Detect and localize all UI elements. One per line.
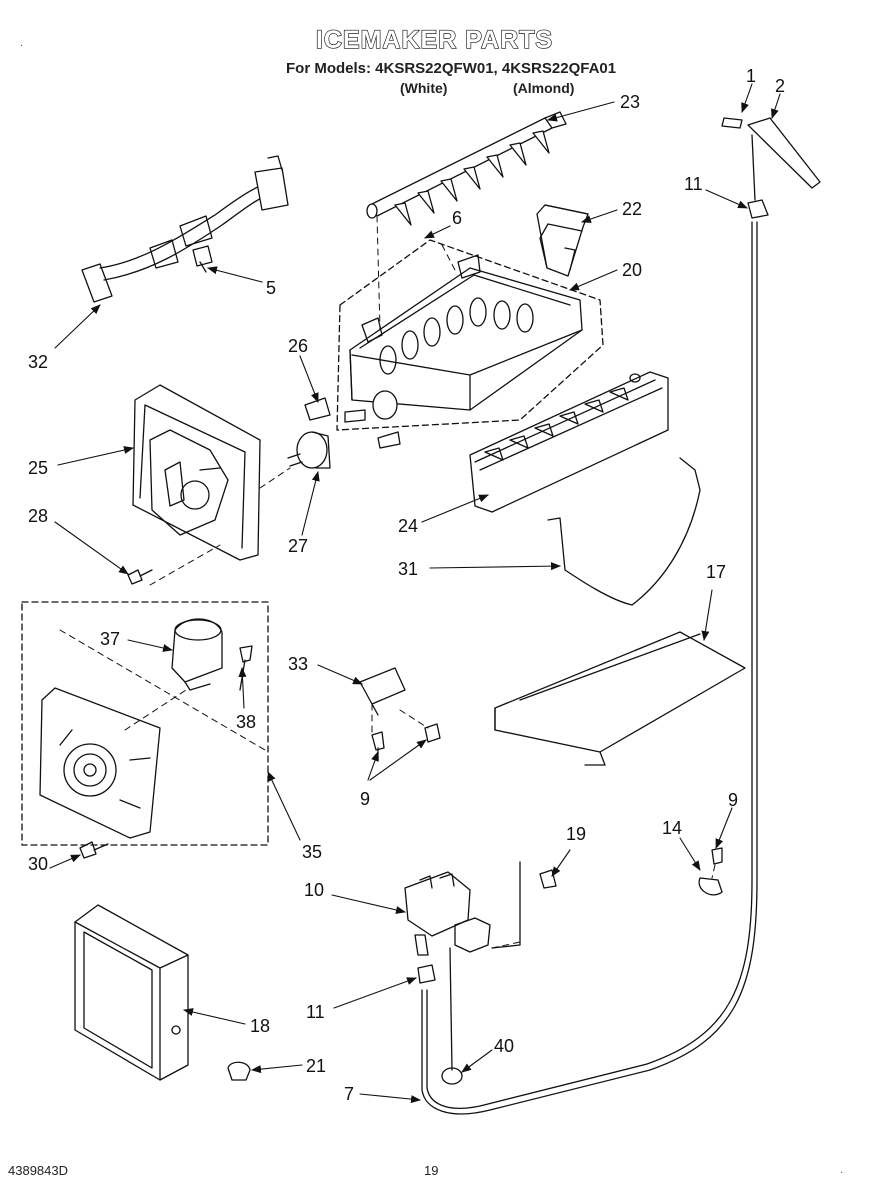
callout-2: 2 <box>775 76 785 96</box>
callout-38: 38 <box>236 712 256 732</box>
callout-32: 32 <box>28 352 48 372</box>
callout-35: 35 <box>302 842 322 862</box>
callout-23: 23 <box>620 92 640 112</box>
callout-10: 10 <box>304 880 324 900</box>
part-stripper <box>536 204 589 277</box>
part-shutoff-arm <box>547 457 701 606</box>
part-screw-30 <box>79 841 109 859</box>
part-small-bracket <box>359 667 406 716</box>
doc-number: 4389843D <box>8 1163 68 1178</box>
part-clip <box>192 245 213 273</box>
callout-19: 19 <box>566 824 586 844</box>
callout-22: 22 <box>622 199 642 219</box>
callout-18: 18 <box>250 1016 270 1036</box>
part-module-housing <box>132 384 261 561</box>
callout-17: 17 <box>706 562 726 582</box>
part-mold <box>336 239 604 449</box>
svg-text:·: · <box>840 1167 843 1178</box>
callout-9b: 9 <box>728 790 738 810</box>
part-fill-cup <box>469 371 669 513</box>
callout-6: 6 <box>452 208 462 228</box>
part-nut-40 <box>441 1067 463 1085</box>
part-ejector-blade <box>366 111 567 226</box>
part-front-cover <box>74 904 189 1081</box>
callout-28: 28 <box>28 506 48 526</box>
callout-20: 20 <box>622 260 642 280</box>
callout-26: 26 <box>288 336 308 356</box>
callout-5: 5 <box>266 278 276 298</box>
callout-7: 7 <box>344 1084 354 1104</box>
part-fill-tube-top <box>721 117 821 219</box>
part-screw-9a <box>371 731 385 761</box>
part-support-gear <box>39 687 161 839</box>
part-bracket <box>494 631 746 766</box>
part-motor <box>171 618 223 691</box>
callout-25: 25 <box>28 458 48 478</box>
callout-37: 37 <box>100 629 120 649</box>
part-screw-9b <box>424 723 441 743</box>
callout-11b: 11 <box>306 1002 325 1022</box>
part-wiring-harness <box>81 155 289 303</box>
callout-14: 14 <box>662 818 682 838</box>
motor-assembly-box <box>21 601 269 846</box>
page-number: 19 <box>424 1163 439 1178</box>
page-title: ICEMAKER PARTS <box>315 25 554 54</box>
callout-1: 1 <box>746 66 756 86</box>
part-thermostat <box>287 431 331 469</box>
callout-9: 9 <box>360 789 370 809</box>
callout-21: 21 <box>306 1056 326 1076</box>
callout-30: 30 <box>28 854 48 874</box>
part-screw-19 <box>539 869 557 889</box>
part-plug-button <box>227 1061 251 1081</box>
part-nut-11b <box>417 964 436 984</box>
part-water-valve <box>404 861 521 1071</box>
callout-24: 24 <box>398 516 418 536</box>
callout-33: 33 <box>288 654 308 674</box>
callout-11: 11 <box>684 174 703 194</box>
callout-labels: 1 2 23 11 6 22 20 5 32 26 25 27 28 24 31… <box>28 66 785 1104</box>
callout-31: 31 <box>398 559 418 579</box>
part-clamp-14 <box>698 877 723 896</box>
svg-text:·: · <box>20 40 23 51</box>
callout-27: 27 <box>288 536 308 556</box>
part-water-tube <box>421 221 758 1115</box>
variant-white: (White) <box>400 80 448 96</box>
models-line: For Models: 4KSRS22QFW01, 4KSRS22QFA01 <box>286 60 617 77</box>
part-screw-28 <box>127 569 153 585</box>
callout-40: 40 <box>494 1036 514 1056</box>
part-screw-9c <box>711 847 723 865</box>
variant-almond: (Almond) <box>513 80 575 96</box>
